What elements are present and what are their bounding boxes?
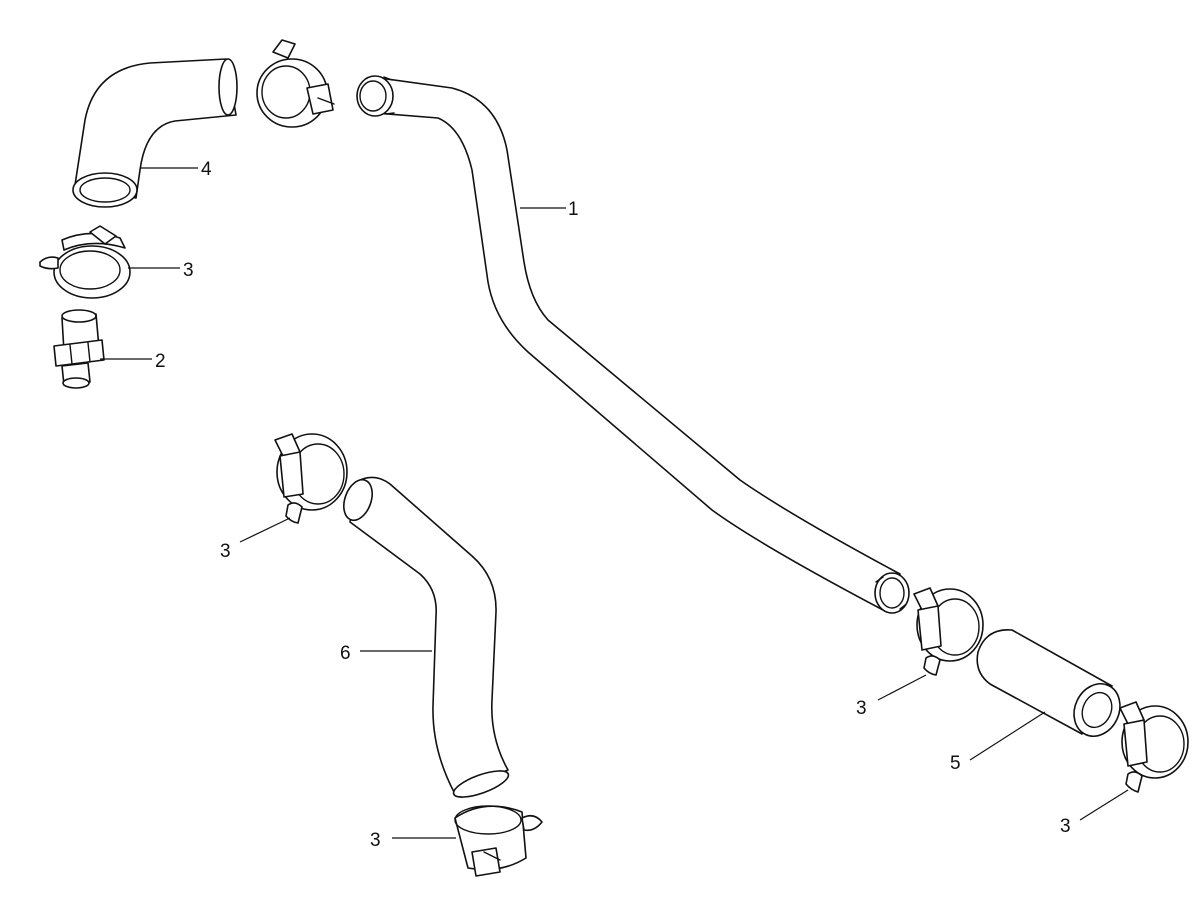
hose-clamp-lower-hose-bottom (454, 805, 543, 877)
callout-clamp-upper-left: 3 (183, 260, 194, 281)
elbow-hose (72, 58, 238, 208)
hose-clamp-lower-hose-top (274, 433, 348, 524)
callout-hose-main: 1 (568, 199, 579, 220)
bent-hose-lower (343, 476, 510, 798)
main-hose (356, 75, 910, 614)
leader-lines (100, 167, 1129, 839)
leader-clamp-mid-right (877, 674, 927, 701)
straight-hose (976, 629, 1121, 737)
hose-clamp-mid-right (913, 587, 984, 676)
callout-clamp-mid-right: 3 (856, 698, 867, 719)
callout-clamp-lower-hose-bottom: 3 (370, 830, 381, 851)
callout-elbow-hose: 4 (201, 159, 212, 180)
leader-clamp-lower-hose-top (239, 517, 291, 543)
callout-labels: 1 4 3 2 3 6 3 3 5 3 (155, 159, 1071, 851)
callout-fitting: 2 (155, 351, 166, 372)
hose-clamp-top (256, 39, 335, 128)
leader-straight-hose (969, 711, 1046, 761)
hose-clamp-far-right (1119, 701, 1189, 793)
leader-clamp-far-right (1079, 789, 1129, 821)
callout-clamp-far-right: 3 (1060, 816, 1071, 837)
callout-straight-hose: 5 (950, 753, 961, 774)
callout-clamp-lower-hose-top: 3 (220, 541, 231, 562)
fitting (53, 309, 105, 389)
callout-bent-hose: 6 (340, 643, 351, 664)
hose-clamp-upper-left (39, 225, 131, 299)
